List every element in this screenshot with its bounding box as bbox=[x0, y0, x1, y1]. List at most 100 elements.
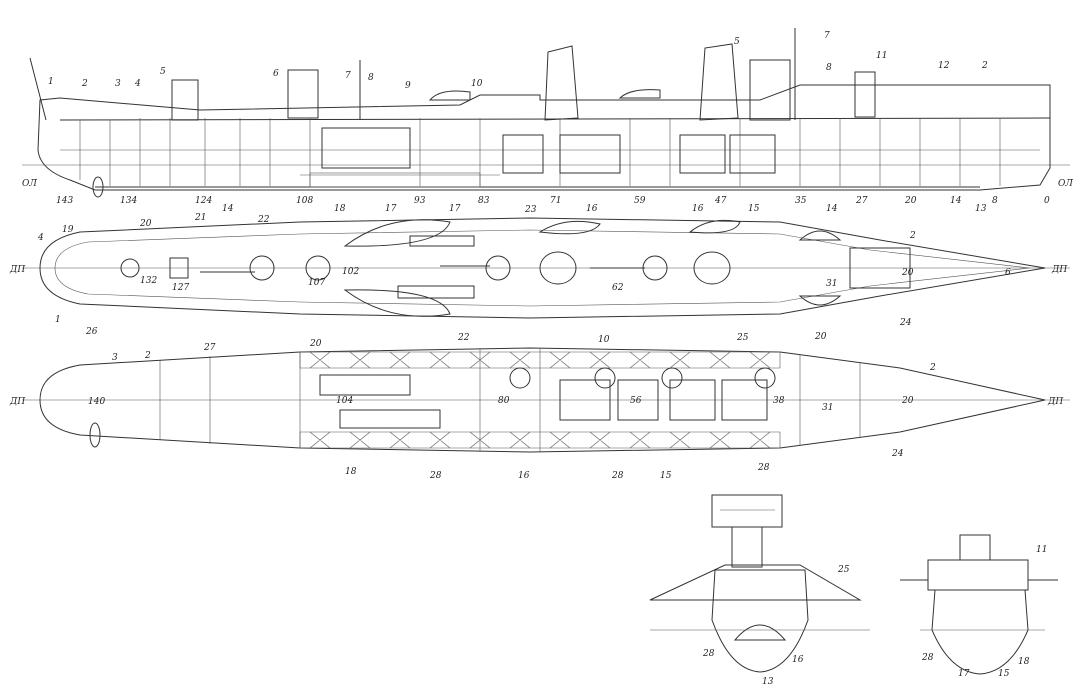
deck-label: 62 bbox=[612, 283, 624, 293]
hold-label: 28 bbox=[757, 463, 770, 473]
section-hull-aft bbox=[931, 589, 1029, 675]
sponson-fwd-port bbox=[798, 295, 842, 306]
boat-mid bbox=[618, 89, 661, 99]
side-label: 9 bbox=[405, 81, 411, 91]
deck-label: 102 bbox=[342, 267, 359, 277]
hold-label: 24 bbox=[891, 449, 904, 459]
hold-label: 2 bbox=[144, 351, 151, 361]
side-label: 8 bbox=[826, 63, 832, 73]
hold-outline bbox=[39, 347, 1046, 453]
double-bottom-frames bbox=[309, 172, 481, 188]
section-aft bbox=[900, 534, 1058, 675]
hold-boiler-2 bbox=[617, 379, 659, 421]
side-bulkheads bbox=[60, 118, 1040, 186]
side-frame: 59 bbox=[634, 196, 646, 206]
deck-plan-labels: ДП ДП 4 19 20 21 22 23 2 132 127 107 102… bbox=[9, 205, 1067, 349]
hold-boiler-3 bbox=[669, 379, 716, 421]
side-waterline-label: ОЛ bbox=[22, 179, 37, 189]
deck-label: 6 bbox=[1005, 268, 1011, 278]
side-label: 5 bbox=[734, 37, 740, 47]
side-frame: 20 bbox=[904, 196, 917, 206]
side-label: 2 bbox=[981, 61, 988, 71]
deck-label: 26 bbox=[85, 327, 98, 337]
section-fwd-label: 13 bbox=[762, 677, 774, 687]
side-view-profile bbox=[22, 28, 1070, 198]
hold-label: 140 bbox=[88, 397, 105, 407]
side-frame: 18 bbox=[334, 204, 346, 214]
side-frame: 93 bbox=[414, 196, 426, 206]
side-frame: 0 bbox=[1044, 196, 1050, 206]
section-midship bbox=[649, 494, 870, 673]
hold-label: 28 bbox=[611, 471, 624, 481]
deck-label: 19 bbox=[62, 225, 74, 235]
hold-label: 2 bbox=[929, 363, 936, 373]
side-frame: 124 bbox=[195, 196, 212, 206]
boat-deck-2 bbox=[343, 289, 451, 317]
side-frame: 14 bbox=[826, 204, 838, 214]
side-label: 7 bbox=[345, 71, 351, 81]
boiler-3 bbox=[729, 134, 776, 174]
side-frame: 15 bbox=[748, 204, 760, 214]
hold-funnel-uptake-4 bbox=[754, 367, 776, 389]
side-label: 4 bbox=[134, 79, 141, 89]
side-frame: 16 bbox=[692, 204, 704, 214]
deck-label: 4 bbox=[37, 233, 44, 243]
hatch-1 bbox=[169, 257, 189, 279]
deck-label: 24 bbox=[899, 318, 912, 328]
section-boiler-fwd bbox=[733, 624, 787, 641]
section-funnel-top bbox=[711, 494, 783, 528]
side-label: 7 bbox=[824, 31, 830, 41]
deck-label: 20 bbox=[309, 339, 322, 349]
deck-inner-outline bbox=[54, 229, 1031, 307]
boat-deck-4 bbox=[688, 219, 741, 234]
sponson-fwd-stbd bbox=[798, 230, 842, 241]
aft-bridge bbox=[171, 79, 199, 121]
section-fwd-label: 16 bbox=[792, 655, 804, 665]
hold-boiler-1 bbox=[559, 379, 611, 421]
deck-label: 23 bbox=[524, 205, 537, 215]
section-fwd-label: 25 bbox=[837, 565, 850, 575]
hold-label: 38 bbox=[773, 396, 785, 406]
section-fwd-label: 28 bbox=[702, 649, 715, 659]
section-aft-superstructure bbox=[927, 559, 1029, 591]
aft-superstructure bbox=[287, 69, 319, 119]
propeller-plan bbox=[89, 422, 101, 448]
forecastle-deckhouse bbox=[849, 247, 911, 289]
side-label: 10 bbox=[471, 79, 483, 89]
hold-bulkheads bbox=[159, 348, 861, 452]
deck-centerline-label: ДП bbox=[9, 265, 25, 275]
hold-engine-stbd bbox=[319, 374, 411, 396]
side-label: 11 bbox=[876, 51, 887, 61]
gun-mount-5 bbox=[120, 258, 140, 278]
hold-label: 15 bbox=[660, 471, 672, 481]
hold-label: 3 bbox=[112, 353, 118, 363]
section-aft-label: 17 bbox=[958, 669, 970, 679]
boiler-4 bbox=[502, 134, 544, 174]
side-frame: 17 bbox=[449, 204, 461, 214]
side-waterline-label-fwd: ОЛ bbox=[1058, 179, 1073, 189]
deck-label: 20 bbox=[901, 268, 914, 278]
propeller-side bbox=[92, 176, 104, 198]
deck-label: 10 bbox=[598, 335, 610, 345]
side-view-labels: ОЛ ОЛ 1 2 3 4 5 6 7 8 9 10 5 7 8 11 12 2… bbox=[22, 31, 1073, 214]
deck-label: 127 bbox=[172, 283, 189, 293]
deck-outline bbox=[39, 217, 1046, 319]
funnel-aft bbox=[544, 45, 579, 121]
hold-label: 27 bbox=[203, 343, 216, 353]
side-label: 5 bbox=[160, 67, 166, 77]
deck-label: 1 bbox=[55, 315, 61, 325]
hold-label: 16 bbox=[518, 471, 530, 481]
section-trunk bbox=[731, 526, 763, 568]
hold-label: 56 bbox=[630, 396, 642, 406]
conning-tower bbox=[854, 71, 876, 118]
side-label: 8 bbox=[368, 73, 374, 83]
side-frame: 14 bbox=[950, 196, 962, 206]
fwd-superstructure bbox=[749, 59, 791, 121]
deck-label: 21 bbox=[194, 213, 206, 223]
section-aft-label: 15 bbox=[998, 669, 1010, 679]
side-label: 12 bbox=[938, 61, 950, 71]
boat-aft bbox=[428, 90, 471, 101]
side-frame: 14 bbox=[222, 204, 234, 214]
hold-engine-port bbox=[339, 409, 441, 429]
